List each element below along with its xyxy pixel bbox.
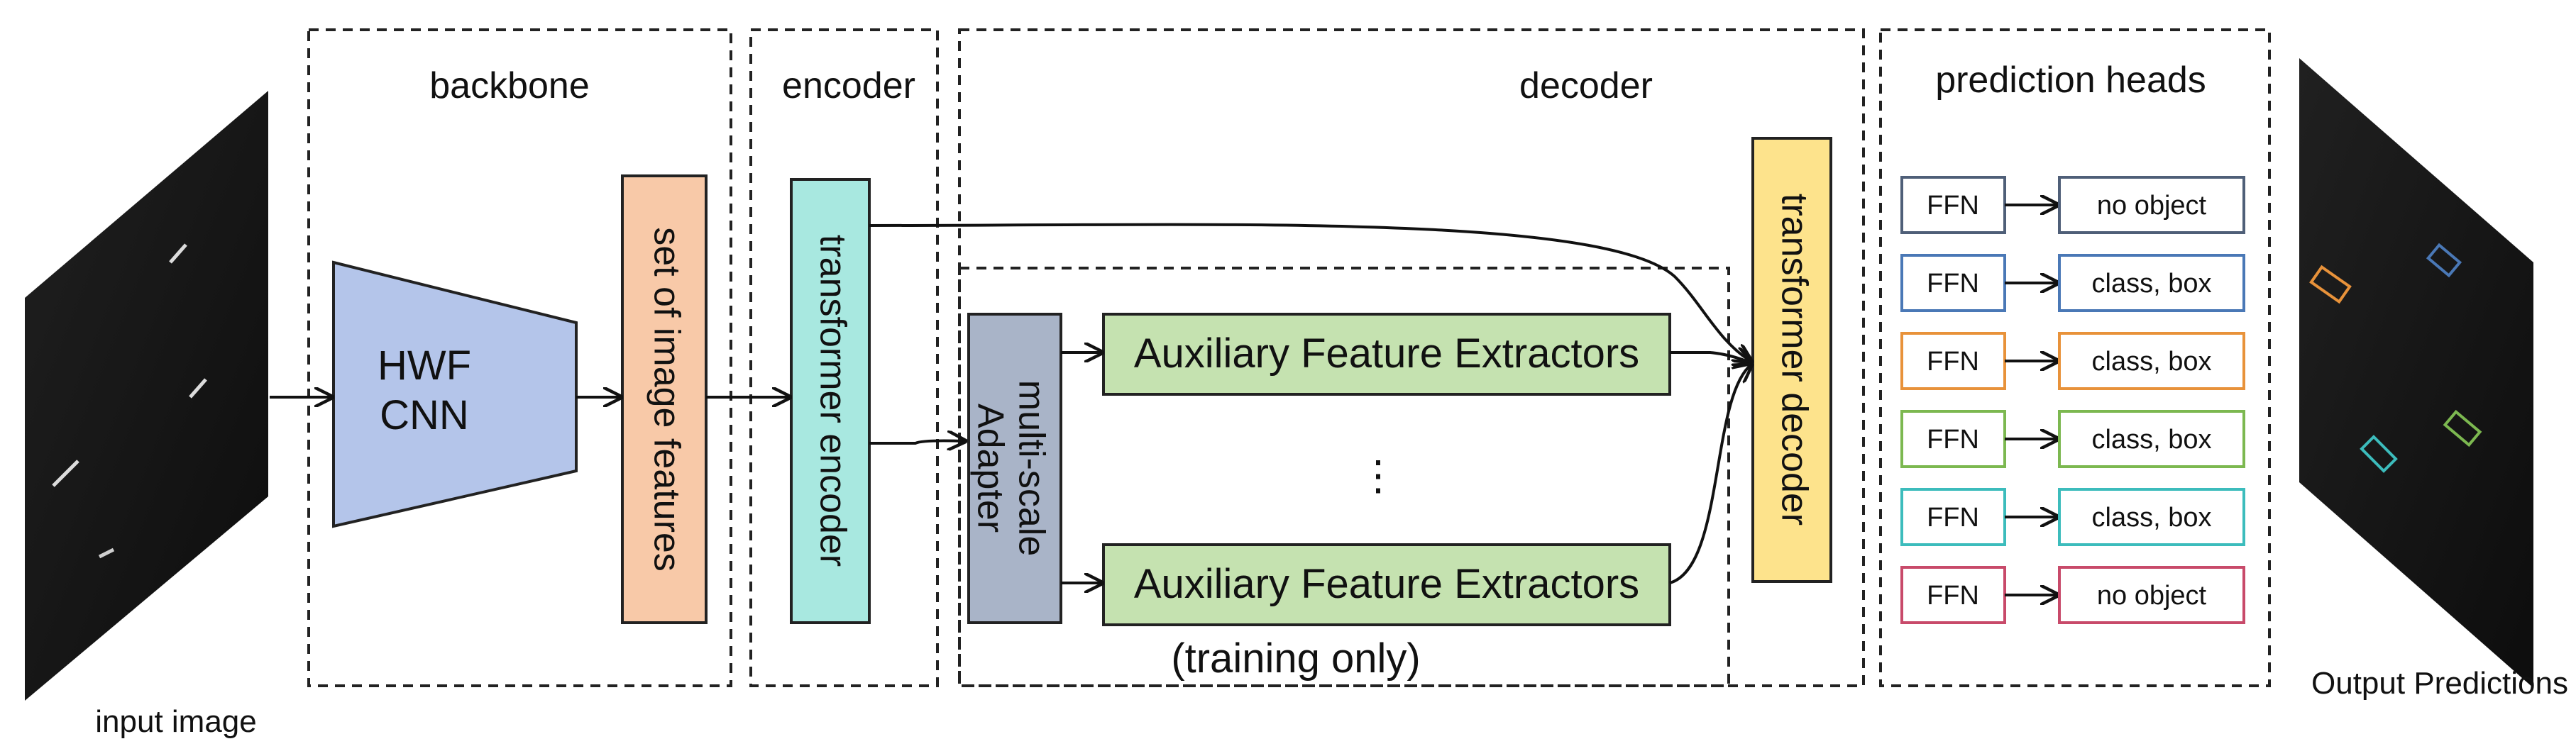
head-output-label: class, box <box>2092 425 2212 455</box>
ffn-label: FFN <box>1927 581 1979 611</box>
adapter-label-line2: Adapter <box>969 404 1011 533</box>
image-features-label: set of image features <box>646 227 687 572</box>
head-output-box <box>2058 254 2245 312</box>
transformer-encoder-label: transformer encoder <box>812 235 853 567</box>
training-only-note: (training only) <box>1171 635 1420 682</box>
head-output-box <box>2058 566 2245 624</box>
head-output-box <box>2058 410 2245 468</box>
arrow-encoder-to-adapter <box>869 440 965 443</box>
output-caption: Output Predictions <box>2311 666 2568 701</box>
head-output-label: no object <box>2097 191 2207 221</box>
training-only-region <box>958 267 1730 687</box>
ffn-label: FFN <box>1927 347 1979 377</box>
cnn-label-line2: CNN <box>380 392 469 438</box>
head-output-box <box>2058 488 2245 546</box>
head-output-box <box>2058 176 2245 234</box>
head-output-label: class, box <box>2092 503 2212 533</box>
hwf-cnn-block <box>332 260 578 528</box>
auxiliary-extractor-bottom <box>1102 543 1671 626</box>
ffn-label: FFN <box>1927 191 1979 221</box>
prediction-heads-section <box>1879 28 2271 687</box>
head-output-box <box>2058 332 2245 390</box>
image-features-block <box>621 174 708 624</box>
encoder-section <box>749 28 939 687</box>
arrow-encoder-to-decoder <box>869 223 1751 362</box>
ffn-label: FFN <box>1927 269 1979 299</box>
backbone-section <box>307 28 732 687</box>
prediction-head-row: FFN class, box <box>1900 254 2245 312</box>
encoder-title: encoder <box>782 65 915 106</box>
prediction-head-row: FFN class, box <box>1900 410 2245 468</box>
target-streak <box>98 547 115 559</box>
ffn-box <box>1900 332 2006 390</box>
target-streak <box>52 460 79 487</box>
multi-scale-adapter-block <box>967 313 1062 624</box>
auxiliary-extractor-top-label: Auxiliary Feature Extractors <box>1134 330 1639 377</box>
prediction-head-row: FFN no object <box>1900 176 2245 234</box>
decoder-title: decoder <box>1519 65 1653 106</box>
ffn-label: FFN <box>1927 425 1979 455</box>
prediction-head-row: FFN class, box <box>1900 488 2245 546</box>
prediction-heads-title: prediction heads <box>1935 60 2206 101</box>
head-output-label: class, box <box>2092 347 2212 377</box>
backbone-title: backbone <box>429 65 590 106</box>
input-image-caption: input image <box>95 704 256 739</box>
target-streak <box>189 378 207 399</box>
input-image <box>25 91 268 701</box>
prediction-head-row: FFN no object <box>1900 566 2245 624</box>
extractor-ellipsis: ⋮ <box>1358 452 1399 499</box>
head-output-label: class, box <box>2092 269 2212 299</box>
target-streak <box>169 243 187 264</box>
ffn-label: FFN <box>1927 503 1979 533</box>
auxiliary-extractor-top <box>1102 313 1671 396</box>
output-image <box>2299 58 2533 688</box>
ffn-box <box>1900 254 2006 312</box>
transformer-encoder-block <box>790 178 871 624</box>
arrow-extractor-bottom-to-decoder <box>1669 365 1751 584</box>
prediction-box-blue <box>2426 243 2462 278</box>
adapter-label-line1: multi-scale <box>1011 380 1052 557</box>
prediction-head-row: FFN class, box <box>1900 332 2245 390</box>
prediction-box-green <box>2443 409 2482 448</box>
cnn-label-line1: HWF <box>378 343 471 389</box>
prediction-box-cyan <box>2360 435 2398 473</box>
prediction-box-orange <box>2309 265 2352 304</box>
transformer-decoder-label: transformer decoder <box>1773 194 1815 526</box>
ffn-box <box>1900 176 2006 234</box>
ffn-box <box>1900 488 2006 546</box>
auxiliary-extractor-bottom-label: Auxiliary Feature Extractors <box>1134 561 1639 607</box>
head-output-label: no object <box>2097 581 2207 611</box>
ffn-box <box>1900 566 2006 624</box>
